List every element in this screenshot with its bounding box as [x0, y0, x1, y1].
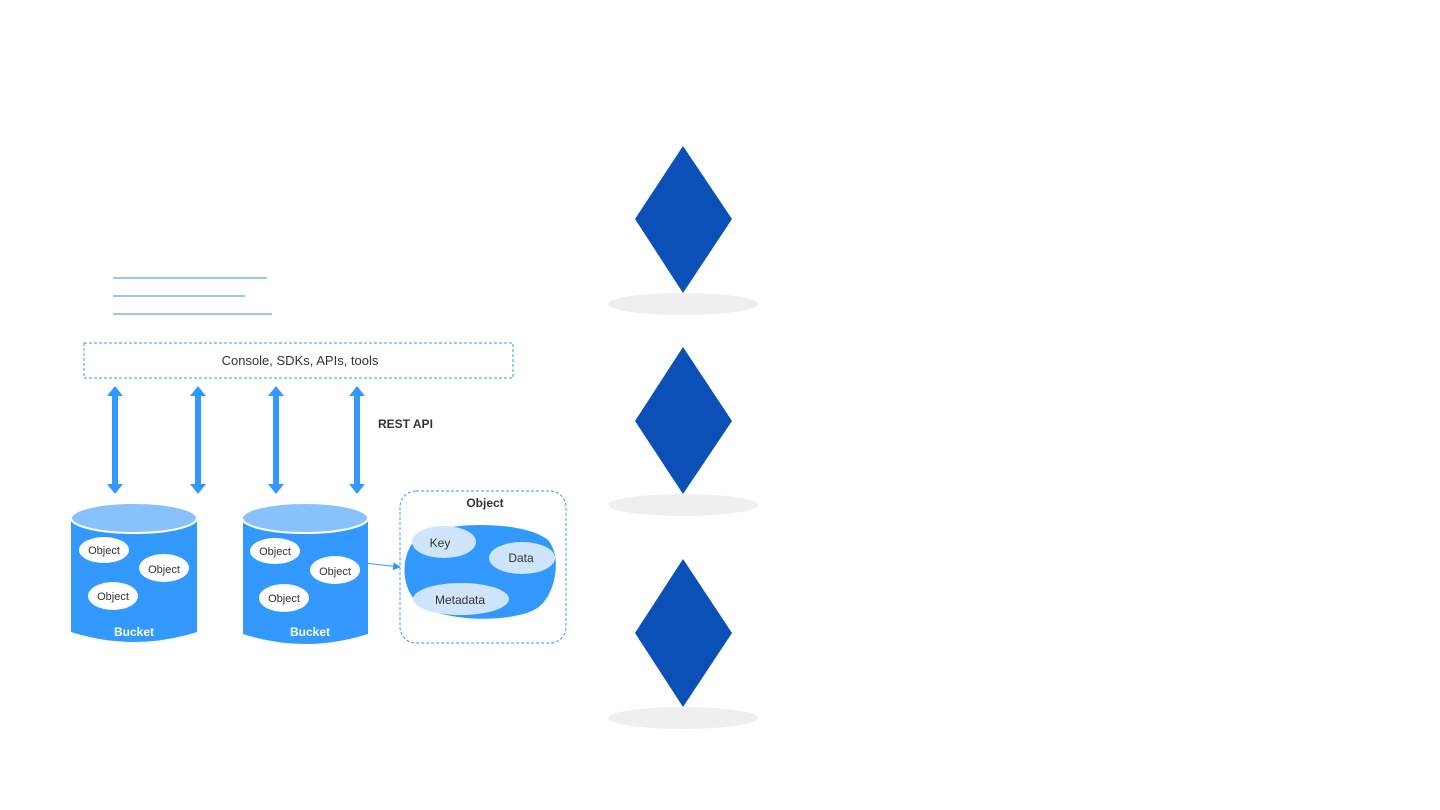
diamond-marker [608, 347, 758, 516]
object-label: Object [259, 546, 291, 558]
object-part-key: Key [412, 526, 476, 558]
rest-api-label: REST API [378, 417, 433, 431]
object-blob: Object [88, 582, 138, 610]
diamond-markers [608, 146, 758, 729]
diamond-shadow [608, 293, 758, 315]
object-part-label: Data [508, 551, 534, 565]
object-blob: Object [139, 554, 189, 582]
bucket: Object Object Object Bucket [241, 502, 369, 644]
diamond-shape [635, 146, 732, 293]
diamond-marker [608, 559, 758, 729]
diamond-shape [635, 559, 732, 707]
bucket: Object Object Object Bucket [70, 502, 198, 642]
object-label: Object [148, 564, 180, 576]
bucket-body [71, 518, 197, 642]
diamond-marker [608, 146, 758, 315]
object-detail: Object Key Data Metadata [399, 490, 567, 644]
bucket-label: Bucket [290, 625, 330, 639]
object-part-label: Metadata [435, 593, 485, 607]
object-label: Object [88, 545, 120, 557]
access-box-label: Console, SDKs, APIs, tools [222, 353, 379, 368]
double-arrow [107, 386, 123, 494]
double-arrow [349, 386, 365, 494]
diamond-shadow [608, 707, 758, 729]
object-label: Object [319, 566, 351, 578]
diamond-shape [635, 347, 732, 494]
object-blob: Object [79, 537, 129, 563]
decorative-lines [113, 277, 272, 315]
bucket-label: Bucket [114, 625, 154, 639]
object-label: Object [268, 593, 300, 605]
access-box: Console, SDKs, APIs, tools [83, 342, 514, 379]
object-blob: Object [250, 538, 300, 564]
object-blob: Object [259, 584, 309, 612]
object-blob: Object [310, 556, 360, 584]
object-part-label: Key [430, 536, 451, 550]
double-arrow [268, 386, 284, 494]
double-arrow [190, 386, 206, 494]
diamond-shadow [608, 494, 758, 516]
rest-arrows [107, 386, 365, 494]
bucket-top [70, 502, 198, 534]
object-part-data: Data [489, 542, 555, 574]
bucket-top [241, 502, 369, 534]
object-connector [355, 561, 401, 571]
object-label: Object [97, 591, 129, 603]
object-part-metadata: Metadata [413, 583, 509, 615]
object-detail-title: Object [466, 496, 503, 510]
